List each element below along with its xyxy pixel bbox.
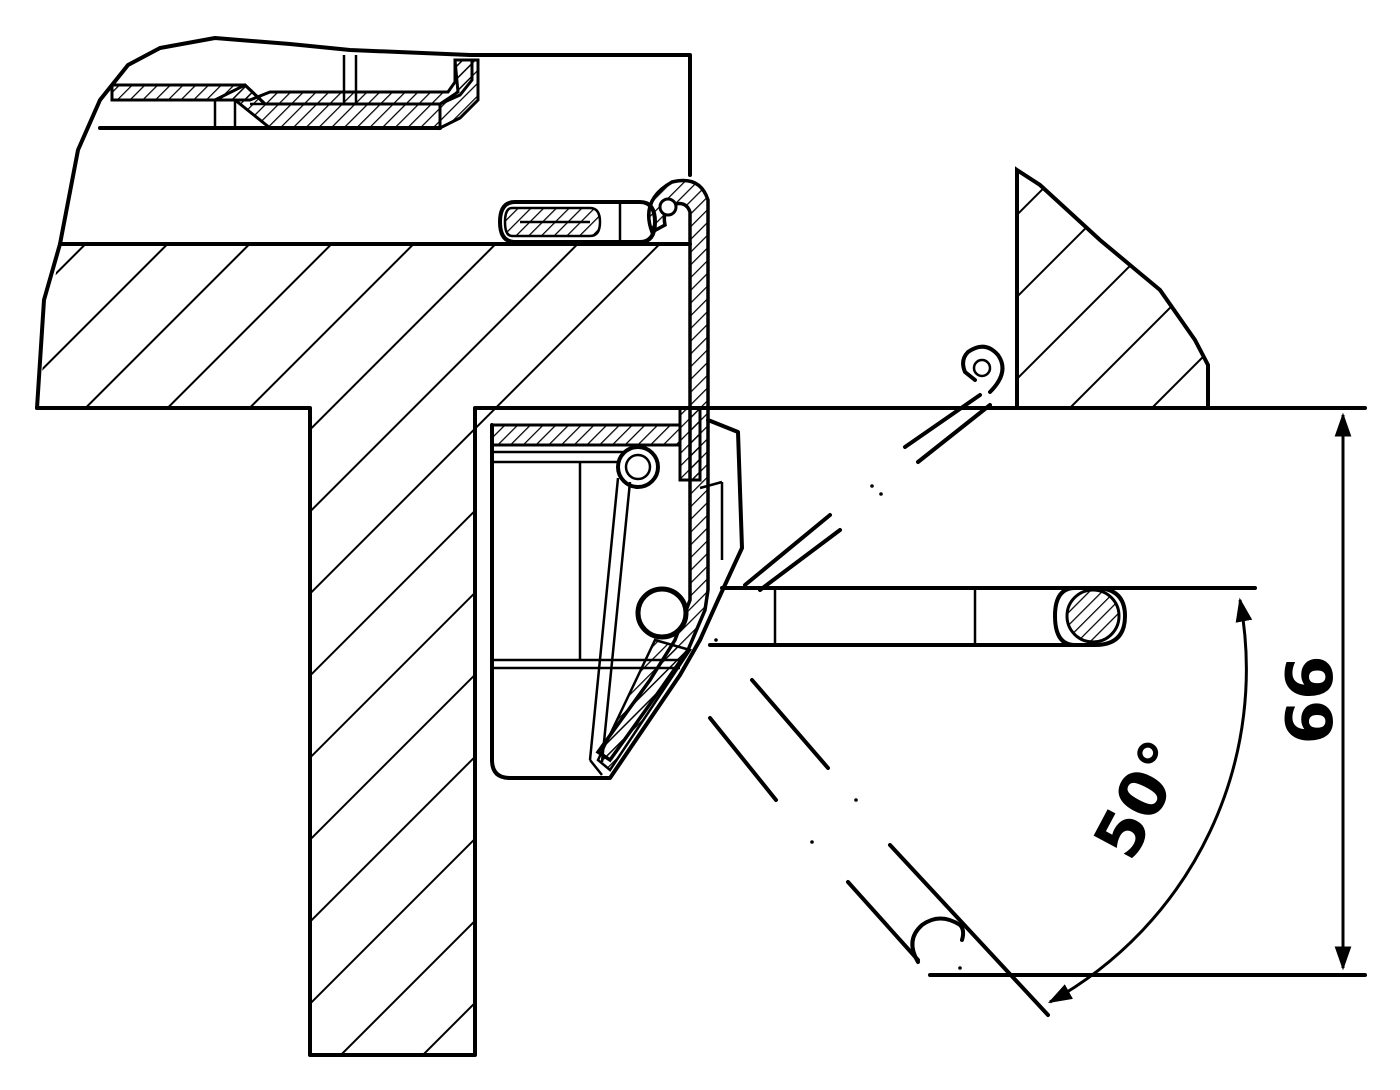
phantom-upper-flap <box>743 344 1005 592</box>
wedge-block <box>688 166 1367 410</box>
inner-housing <box>490 406 744 780</box>
angle-dimension-label: 50° <box>1080 729 1202 871</box>
upper-housing <box>35 36 692 410</box>
phantom-lower-flap <box>708 638 1050 1017</box>
horizontal-arm <box>708 586 1257 647</box>
height-dimension: 66 <box>928 412 1367 977</box>
capsule-part <box>498 200 657 244</box>
height-dimension-label: 66 <box>1274 655 1348 744</box>
hinged-flap <box>595 178 710 763</box>
angle-dimension: 50° <box>1047 597 1253 1004</box>
